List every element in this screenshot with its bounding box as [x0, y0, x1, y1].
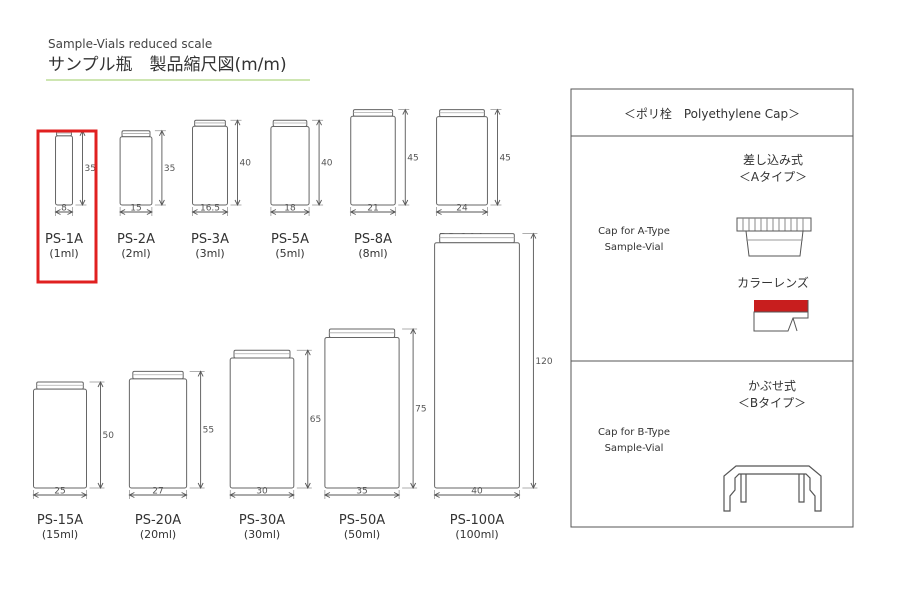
vial-body — [434, 242, 520, 489]
vial-volume: (1ml) — [49, 247, 78, 260]
a-type-style-type: ＜Aタイプ＞ — [739, 170, 807, 184]
vial-body — [192, 125, 228, 206]
diameter-label: 40 — [471, 487, 483, 497]
page-subtitle: Sample-Vials reduced scale — [48, 37, 212, 51]
vial-name: PS-5A — [271, 232, 309, 247]
diameter-label: 21 — [367, 204, 378, 214]
a-type-style: 差し込み式 — [743, 153, 803, 167]
height-label: 40 — [321, 159, 333, 169]
diameter-label: 8 — [61, 204, 67, 214]
vial-name: PS-1A — [45, 232, 83, 247]
vial-volume: (100ml) — [455, 528, 498, 541]
vial-group: 358PS-1A(1ml)3515PS-2A(2ml)4016.5PS-3A(3… — [32, 108, 553, 541]
b-type-style-type: ＜Bタイプ＞ — [738, 396, 806, 410]
vial-body — [324, 336, 400, 489]
highlight-box — [36, 129, 98, 284]
vial-volume: (3ml) — [195, 247, 224, 260]
height-label: 65 — [310, 415, 321, 425]
height-label: 120 — [535, 357, 552, 367]
vial-volume: (2ml) — [121, 247, 150, 260]
vial-name: PS-20A — [135, 513, 181, 528]
height-label: 35 — [164, 164, 175, 174]
b-type-cap-drawing — [723, 465, 822, 512]
diameter-label: 18 — [284, 204, 296, 214]
vial-volume: (20ml) — [140, 528, 176, 541]
vial-body — [350, 115, 396, 206]
vial-body — [436, 116, 488, 206]
vial-name: PS-15A — [37, 513, 83, 528]
vial-volume: (30ml) — [244, 528, 280, 541]
height-label: 35 — [84, 164, 95, 174]
vial-body — [128, 378, 188, 489]
a-type-label: Cap for A-Type — [598, 226, 670, 237]
vial-body — [119, 136, 153, 206]
page-title: サンプル瓶 製品縮尺図(m/m) — [48, 55, 287, 75]
cap-panel: ＜ポリ栓 Polyethylene Cap＞ Cap for A-Type Sa… — [570, 88, 854, 528]
b-type-style: かぶせ式 — [748, 379, 796, 393]
vial-volume: (50ml) — [344, 528, 380, 541]
height-label: 75 — [415, 405, 426, 415]
vial-ps-1a: 35 8PS-1A(1ml) — [45, 129, 96, 260]
diameter-label: 16.5 — [200, 204, 220, 214]
diameter-label: 25 — [54, 487, 65, 497]
vial-neck — [439, 233, 515, 244]
height-label: 45 — [407, 153, 418, 163]
a-type-label2: Sample-Vial — [605, 242, 664, 253]
vial-name: PS-8A — [354, 232, 392, 247]
vial-name: PS-100A — [450, 513, 505, 528]
color-lens-drawing — [753, 300, 809, 332]
vial-name: PS-3A — [191, 232, 229, 247]
vial-ps-3a: 40 16.5PS-3A(3ml) — [191, 119, 251, 260]
diameter-label: 35 — [356, 487, 367, 497]
vial-body — [33, 388, 87, 489]
color-lens-label: カラーレンズ — [737, 275, 809, 290]
vial-volume: (5ml) — [275, 247, 304, 260]
vial-body — [55, 135, 73, 206]
a-type-cap-drawing — [736, 217, 812, 257]
vial-volume: (15ml) — [42, 528, 78, 541]
vial-body — [229, 357, 295, 489]
cap-panel-header: ＜ポリ栓 Polyethylene Cap＞ — [624, 106, 800, 121]
height-label: 55 — [203, 426, 214, 436]
vial-body — [270, 125, 310, 206]
diameter-label: 24 — [456, 204, 468, 214]
cap-panel-frame — [570, 88, 854, 528]
height-label: 40 — [239, 159, 251, 169]
vial-name: PS-50A — [339, 513, 385, 528]
diameter-label: 27 — [152, 487, 163, 497]
height-label: 45 — [499, 153, 510, 163]
vial-name: PS-2A — [117, 232, 155, 247]
b-type-label: Cap for B-Type — [598, 427, 670, 438]
diameter-label: 15 — [130, 204, 141, 214]
vial-name: PS-30A — [239, 513, 285, 528]
b-type-label2: Sample-Vial — [605, 443, 664, 454]
diameter-label: 30 — [256, 487, 268, 497]
vial-neck — [328, 328, 396, 338]
vial-volume: (8ml) — [358, 247, 387, 260]
height-label: 50 — [103, 431, 115, 441]
